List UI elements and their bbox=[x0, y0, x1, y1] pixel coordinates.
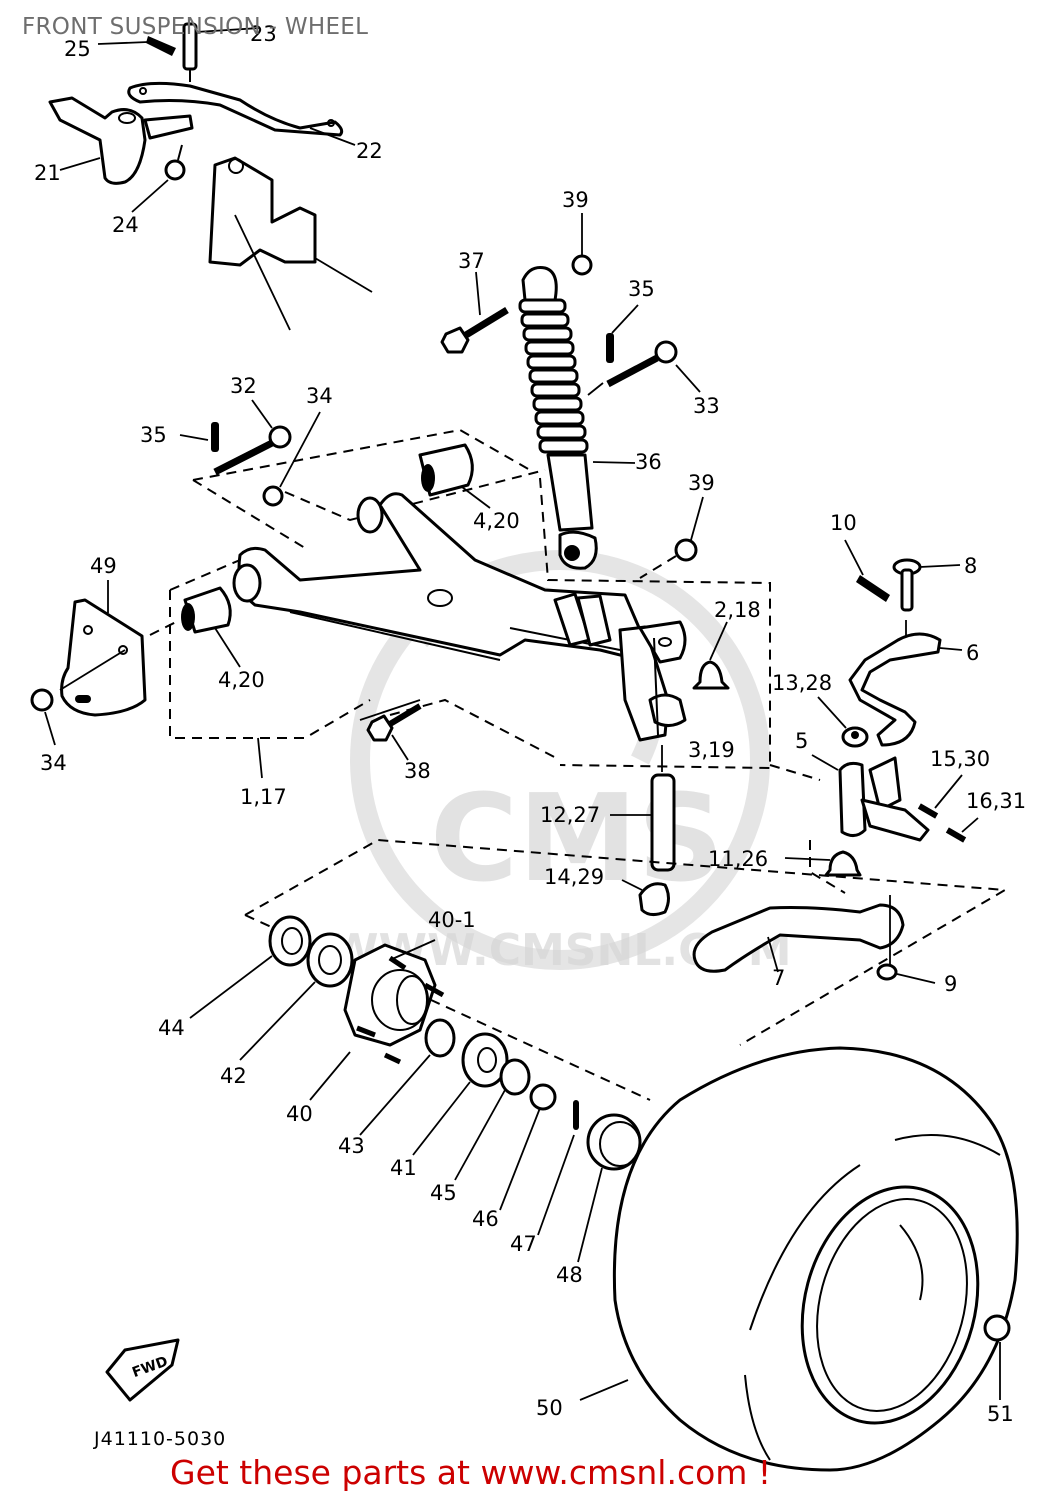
part-39-nut-upper[interactable] bbox=[571, 213, 593, 276]
callout-33[interactable]: 33 bbox=[693, 394, 720, 418]
callout-23[interactable]: 23 bbox=[250, 22, 277, 46]
callout-11-26[interactable]: 11,26 bbox=[708, 847, 768, 871]
part-46-nut[interactable] bbox=[499, 1083, 557, 1211]
callout-35-upper[interactable]: 35 bbox=[628, 277, 655, 301]
callout-36[interactable]: 36 bbox=[635, 450, 662, 474]
callout-13-28[interactable]: 13,28 bbox=[772, 671, 832, 695]
callout-7[interactable]: 7 bbox=[772, 966, 785, 990]
part-36-shock-absorber[interactable] bbox=[518, 266, 598, 570]
part-38-bolt[interactable] bbox=[366, 703, 422, 761]
diagram-code: J41110-5030 bbox=[94, 1428, 227, 1450]
part-25-pin[interactable] bbox=[146, 36, 176, 56]
part-8-bolt[interactable] bbox=[892, 558, 961, 640]
callout-50[interactable]: 50 bbox=[536, 1396, 563, 1420]
frame-bracket bbox=[208, 156, 373, 331]
callout-42[interactable]: 42 bbox=[220, 1064, 247, 1088]
group-outline-lower-arm bbox=[169, 590, 371, 739]
callout-22[interactable]: 22 bbox=[356, 139, 383, 163]
callout-39-lower[interactable]: 39 bbox=[688, 471, 715, 495]
part-10-pin[interactable] bbox=[844, 539, 890, 602]
part-12-27-kingpin[interactable] bbox=[610, 745, 676, 872]
part-23-bolt[interactable] bbox=[182, 22, 198, 82]
part-44-oil-seal[interactable] bbox=[189, 915, 312, 1019]
callout-4-20-upper[interactable]: 4,20 bbox=[473, 509, 520, 533]
part-24-nut[interactable] bbox=[164, 144, 186, 181]
callout-14-29[interactable]: 14,29 bbox=[544, 865, 604, 889]
callout-16-31[interactable]: 16,31 bbox=[966, 789, 1026, 813]
callout-47[interactable]: 47 bbox=[510, 1232, 537, 1256]
part-45-washer[interactable] bbox=[454, 1058, 531, 1181]
callout-48[interactable]: 48 bbox=[556, 1263, 583, 1287]
callout-35-left[interactable]: 35 bbox=[140, 423, 167, 447]
forward-direction-arrow: FWD bbox=[105, 1338, 180, 1402]
footer-parts-link[interactable]: Get these parts at www.cmsnl.com ! bbox=[170, 1453, 772, 1492]
callout-12-27[interactable]: 12,27 bbox=[540, 803, 600, 827]
part-9-nut[interactable] bbox=[876, 895, 936, 984]
part-35-pin-upper[interactable] bbox=[606, 304, 639, 363]
callout-40[interactable]: 40 bbox=[286, 1102, 313, 1126]
callout-6[interactable]: 6 bbox=[966, 641, 979, 665]
callout-5[interactable]: 5 bbox=[795, 729, 808, 753]
part-34-nut-lower[interactable] bbox=[30, 688, 56, 746]
part-33-bolt[interactable] bbox=[587, 340, 701, 396]
callout-44[interactable]: 44 bbox=[158, 1016, 185, 1040]
callout-2-18[interactable]: 2,18 bbox=[714, 598, 761, 622]
part-4-20-bushing-lower[interactable] bbox=[149, 586, 241, 668]
part-40-hub[interactable] bbox=[309, 939, 445, 1101]
part-43-collar[interactable] bbox=[359, 1018, 456, 1136]
part-13-28-nut[interactable] bbox=[817, 696, 869, 748]
part-11-26-cap[interactable] bbox=[784, 840, 862, 894]
part-2-18-cap[interactable] bbox=[692, 621, 730, 690]
part-49-mounting-bracket[interactable] bbox=[59, 580, 147, 717]
callout-34-lower[interactable]: 34 bbox=[40, 751, 67, 775]
callout-39-upper[interactable]: 39 bbox=[562, 188, 589, 212]
part-32-bolt[interactable] bbox=[213, 399, 292, 476]
callout-4-20-lower[interactable]: 4,20 bbox=[218, 668, 265, 692]
callout-9[interactable]: 9 bbox=[944, 972, 957, 996]
part-6-steering-arm[interactable] bbox=[848, 632, 963, 747]
part-14-29-cap[interactable] bbox=[621, 879, 670, 917]
part-41-bearing[interactable] bbox=[412, 1032, 509, 1156]
callout-38[interactable]: 38 bbox=[404, 759, 431, 783]
callout-3-19[interactable]: 3,19 bbox=[688, 738, 735, 762]
callout-41[interactable]: 41 bbox=[390, 1156, 417, 1180]
callout-46[interactable]: 46 bbox=[472, 1207, 499, 1231]
callout-25[interactable]: 25 bbox=[64, 37, 91, 61]
callout-24[interactable]: 24 bbox=[112, 213, 139, 237]
part-1-17-a-arm[interactable] bbox=[232, 492, 687, 742]
part-34-nut-upper[interactable] bbox=[262, 411, 321, 507]
callout-32[interactable]: 32 bbox=[230, 374, 257, 398]
callout-37[interactable]: 37 bbox=[458, 249, 485, 273]
callout-10[interactable]: 10 bbox=[830, 511, 857, 535]
part-37-bolt[interactable] bbox=[440, 271, 509, 354]
callout-45[interactable]: 45 bbox=[430, 1181, 457, 1205]
part-35-pin-left[interactable] bbox=[179, 422, 219, 452]
part-39-nut-lower[interactable] bbox=[639, 496, 704, 579]
callout-21[interactable]: 21 bbox=[34, 161, 61, 185]
callout-34-upper[interactable]: 34 bbox=[306, 384, 333, 408]
callout-49[interactable]: 49 bbox=[90, 554, 117, 578]
part-22-tie-rod-plate[interactable] bbox=[127, 81, 344, 137]
callout-labels: 25 23 22 21 24 39 37 35 33 32 34 35 36 4… bbox=[34, 22, 1026, 1426]
part-4-20-bushing-upper[interactable] bbox=[418, 443, 491, 509]
part-16-31-pin[interactable] bbox=[945, 817, 979, 843]
part-42-bearing[interactable] bbox=[239, 932, 354, 1061]
callout-8[interactable]: 8 bbox=[964, 554, 977, 578]
callout-40-1[interactable]: 40-1 bbox=[428, 908, 476, 932]
group-outline-hub bbox=[244, 838, 1009, 1046]
callout-51[interactable]: 51 bbox=[987, 1402, 1014, 1426]
part-50-tire[interactable] bbox=[579, 1046, 1019, 1472]
callout-15-30[interactable]: 15,30 bbox=[930, 747, 990, 771]
part-47-cotter-pin[interactable] bbox=[537, 1100, 579, 1236]
part-15-30-pin[interactable] bbox=[917, 774, 963, 819]
part-7-steering-lever[interactable] bbox=[692, 903, 905, 973]
callout-43[interactable]: 43 bbox=[338, 1134, 365, 1158]
part-21-knuckle[interactable] bbox=[48, 96, 194, 185]
part-48-hub-cap[interactable] bbox=[577, 1113, 642, 1263]
part-5-spindle[interactable] bbox=[769, 754, 930, 842]
page-title: FRONT SUSPENSION - WHEEL bbox=[22, 14, 369, 40]
part-51-nut[interactable] bbox=[983, 1314, 1011, 1400]
callout-1-17[interactable]: 1,17 bbox=[240, 785, 287, 809]
group-outline-upper-bushing bbox=[192, 428, 531, 481]
